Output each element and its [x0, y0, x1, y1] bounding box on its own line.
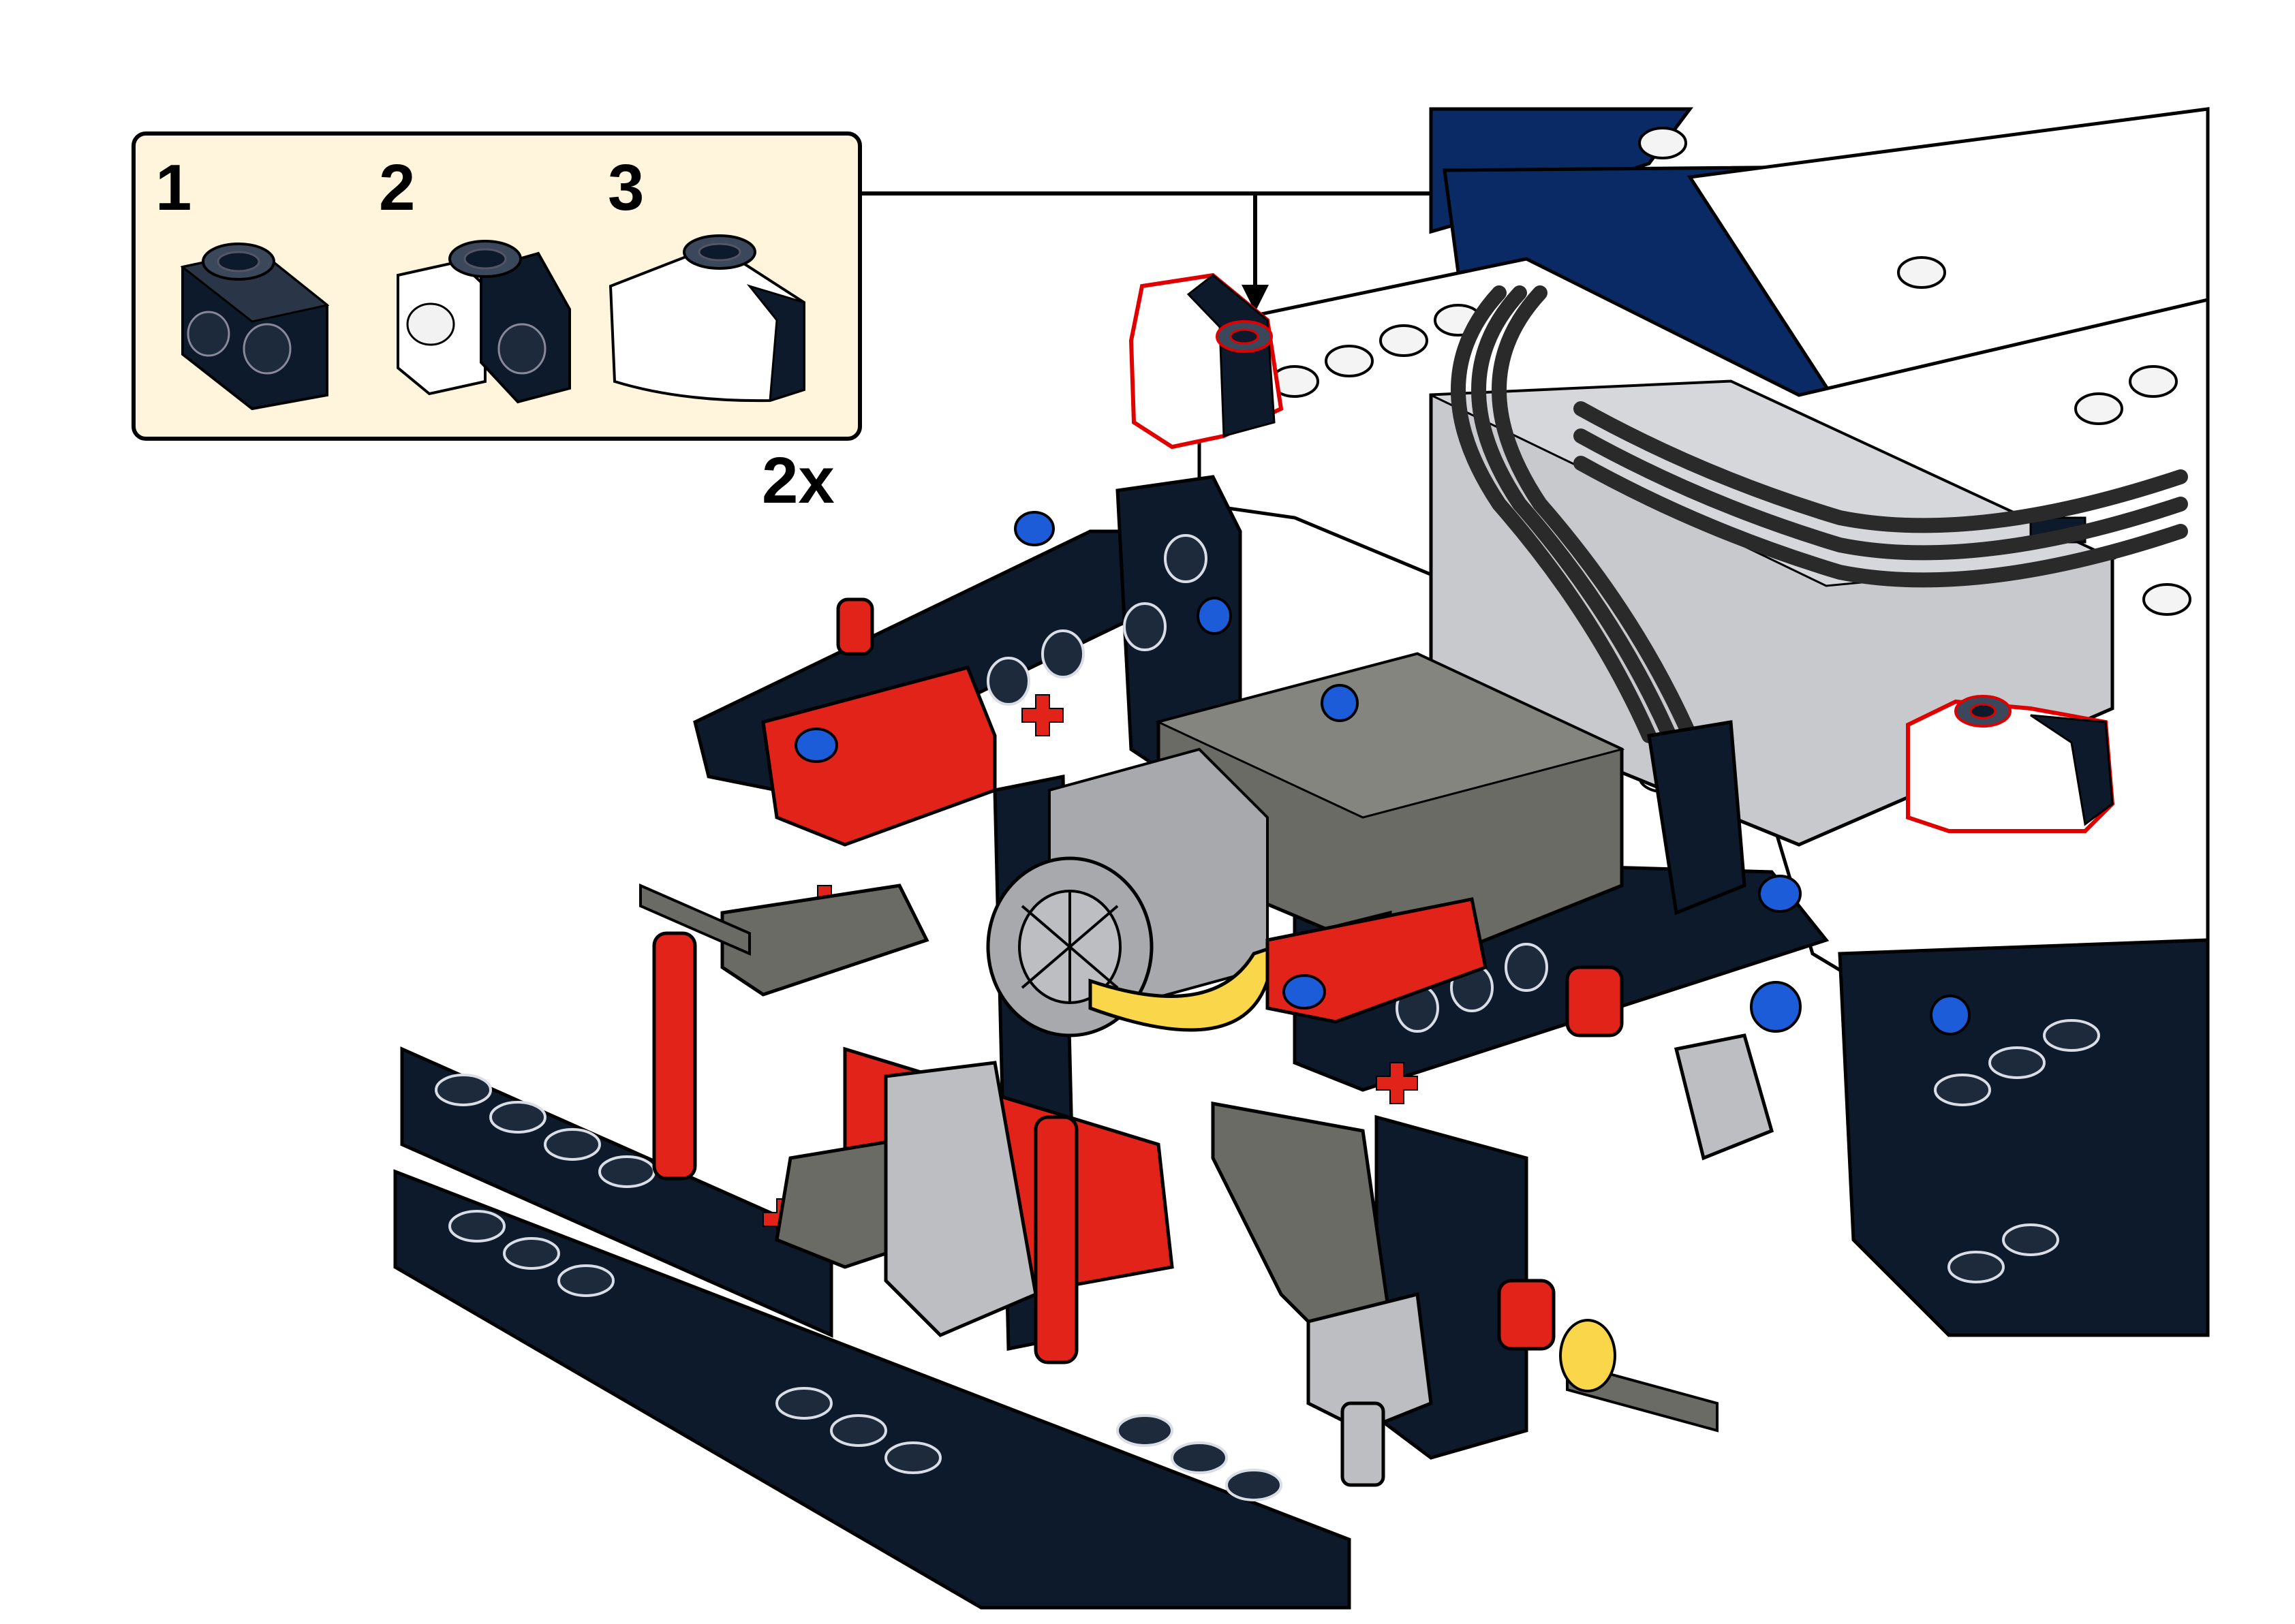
red-pin-3: [836, 597, 874, 656]
red-pin-1: [652, 931, 697, 1181]
part-white-curved-panel: [609, 234, 805, 403]
step-number-2: 2: [379, 151, 415, 224]
yellow-bushing: [1559, 1319, 1616, 1392]
part-white-black-assembly: [397, 240, 571, 404]
step-number-1: 1: [155, 151, 191, 224]
engine-block: [986, 652, 1625, 1037]
pin-icon: [795, 511, 1971, 1035]
cable-bundle: [1451, 285, 2188, 743]
model-assembly: [393, 107, 2210, 1610]
gray-axle-stub: [1340, 1401, 1385, 1487]
black-beam-holes: [435, 534, 2100, 1501]
submodel-box: 1 2 3 2x: [132, 131, 862, 517]
light-gray-connectors: [884, 1033, 1774, 1487]
part-black-connector: [180, 243, 330, 411]
red-pin-4: [1565, 965, 1624, 1037]
arrow-head-left: [1242, 285, 1269, 312]
red-pin-2: [1034, 1115, 1079, 1364]
new-part-right: [1906, 695, 2115, 833]
quantity-multiplier: 2x: [762, 444, 835, 517]
new-part-left: [1128, 272, 1284, 450]
step-number-3: 3: [608, 151, 644, 224]
red-pin-5: [1497, 1279, 1556, 1351]
